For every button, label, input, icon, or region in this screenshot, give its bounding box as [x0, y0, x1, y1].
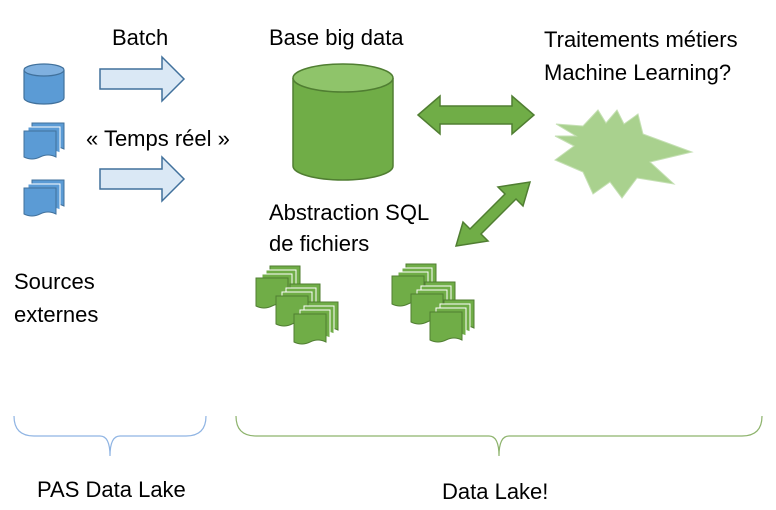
big-data-database-icon	[292, 63, 394, 181]
realtime-label: « Temps réel »	[86, 126, 230, 151]
no-data-lake-label: PAS Data Lake	[37, 477, 186, 502]
source-cylinder-icon	[23, 63, 65, 105]
external-label: externes	[14, 302, 99, 327]
batch-arrow-icon	[99, 56, 185, 102]
no-lake-brace	[13, 415, 207, 457]
double-arrow-horizontal-icon	[416, 94, 536, 136]
source-docs-icon-1	[23, 122, 65, 160]
lake-brace	[235, 415, 763, 457]
double-arrow-diagonal-icon	[454, 181, 532, 247]
sources-label: Sources	[14, 269, 95, 294]
data-lake-label: Data Lake!	[442, 479, 549, 504]
files-label: de fichiers	[269, 231, 370, 256]
realtime-arrow-icon	[99, 156, 185, 202]
batch-label: Batch	[112, 25, 169, 50]
business-processing-label: Traitements métiers	[544, 27, 738, 52]
base-big-data-label: Base big data	[269, 25, 404, 50]
source-docs-icon-2	[23, 179, 65, 217]
machine-learning-label: Machine Learning?	[544, 60, 732, 85]
burst-shape	[554, 109, 694, 199]
sql-abstraction-label: Abstraction SQL	[269, 200, 430, 225]
